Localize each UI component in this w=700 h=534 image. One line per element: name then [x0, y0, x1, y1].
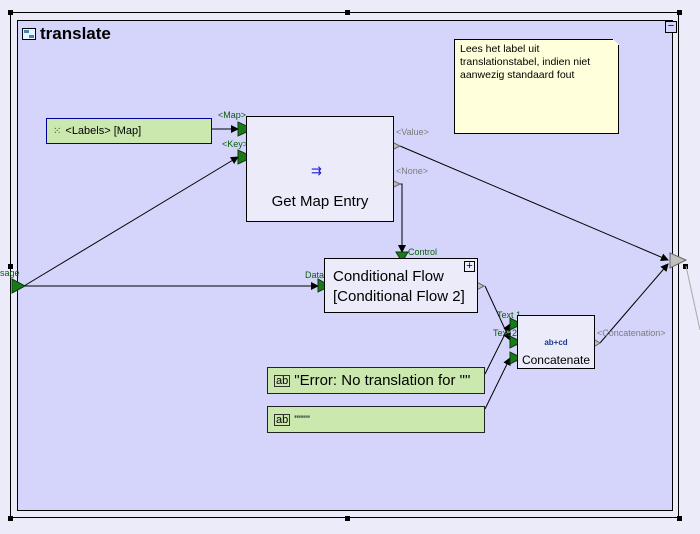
wire-error-to-text1 [484, 323, 511, 375]
port-label-data: Data [305, 270, 325, 280]
port-label-message: sage [0, 268, 20, 278]
resize-handle-left[interactable] [8, 264, 13, 269]
port-label-none: <None> [396, 166, 429, 176]
conditional-flow-title: Conditional Flow [333, 268, 444, 285]
resize-handle-bottom-right[interactable] [677, 516, 682, 521]
concatenate-node[interactable]: ab+cd Concatenate [517, 315, 595, 369]
wire-concat-to-output [599, 263, 669, 344]
port-label-concatenation: <Concatenation> [597, 328, 666, 338]
error-text-label: "Error: No translation for "" [294, 372, 471, 389]
resize-handle-top-left[interactable] [8, 10, 13, 15]
port-key-input [237, 149, 255, 165]
get-map-entry-node[interactable]: ⇉ Get Map Entry [246, 116, 394, 222]
port-output [669, 252, 688, 269]
resize-handle-top-right[interactable] [677, 10, 682, 15]
port-label-text1: Text 1 [497, 310, 522, 320]
port-label-control: Control [408, 247, 438, 257]
text-constant-icon: ab [274, 413, 291, 426]
map-entry-icon: ⇉ [311, 163, 322, 178]
concatenate-icon: ab+cd [544, 338, 568, 347]
sticky-note[interactable]: Lees het label uit translationstabel, in… [454, 39, 619, 134]
wire-none-to-control [398, 183, 406, 253]
subflow-icon [22, 28, 36, 40]
port-text2-input [509, 335, 524, 349]
labels-map-label: <Labels> [Map] [65, 125, 142, 137]
map-icon: ⁙ [53, 125, 62, 137]
port-text3-input [509, 351, 524, 365]
conditional-flow-subtitle: [Conditional Flow 2] [333, 288, 465, 305]
port-label-text2: Text 2 [493, 328, 518, 338]
conditional-flow-node[interactable]: Conditional Flow [Conditional Flow 2] + [324, 258, 478, 313]
expand-button[interactable]: + [464, 261, 475, 272]
resize-handle-bottom[interactable] [345, 516, 350, 521]
wire-input-to-key [23, 156, 239, 287]
sticky-note-text: Lees het label uit translationstabel, in… [460, 43, 591, 81]
empty-text-label: """" [294, 413, 310, 426]
port-control-input [395, 251, 409, 263]
collapse-button[interactable]: − [665, 21, 677, 33]
conditional-flow-label: Conditional Flow [Conditional Flow 2] [333, 267, 465, 307]
text-constant-icon: ab [274, 374, 291, 387]
concatenate-label: Concatenate [521, 353, 591, 367]
subflow-title: translate [22, 24, 111, 44]
port-text1-input [509, 317, 524, 331]
wire-value-to-output [399, 145, 669, 261]
port-map-input [237, 121, 255, 137]
wire-output-external [685, 265, 700, 331]
subflow-title-text: translate [40, 24, 111, 43]
labels-map-node[interactable]: ⁙ <Labels> [Map] [46, 118, 212, 144]
resize-handle-right[interactable] [683, 264, 688, 269]
port-input-message [11, 278, 27, 294]
port-label-value: <Value> [396, 127, 429, 137]
port-label-key: <Key> [222, 139, 249, 149]
port-label-map: <Map> [218, 110, 247, 120]
wire-empty-to-text3 [484, 357, 511, 410]
resize-handle-top[interactable] [345, 10, 350, 15]
resize-handle-bottom-left[interactable] [8, 516, 13, 521]
error-text-node[interactable]: ab "Error: No translation for "" [267, 367, 485, 394]
get-map-entry-label: Get Map Entry [271, 193, 369, 210]
empty-text-node[interactable]: ab """" [267, 406, 485, 433]
